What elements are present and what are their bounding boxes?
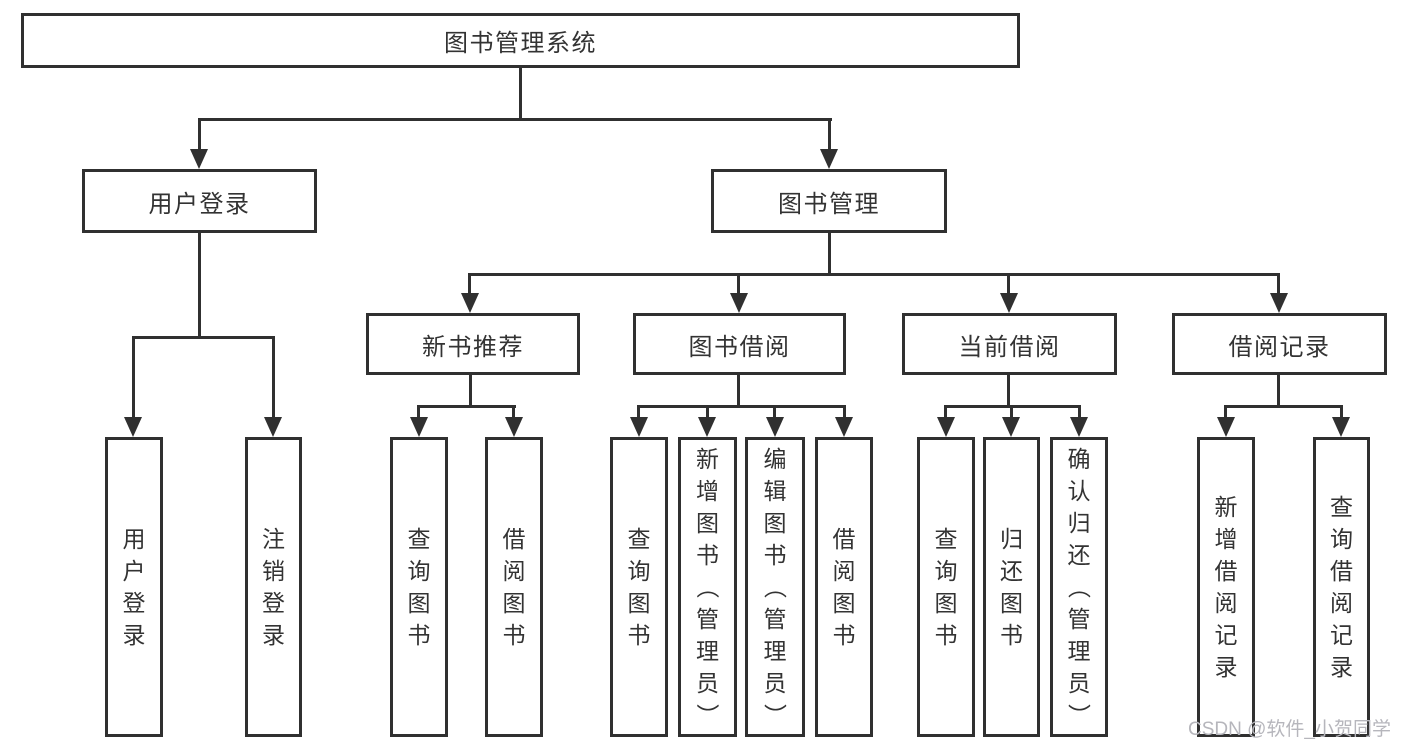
- arrow-down-icon: [1000, 293, 1018, 313]
- edge-newbook-hline: [417, 405, 516, 408]
- edge-drop: [637, 405, 640, 418]
- edge-bookborrow-stub: [737, 375, 740, 405]
- edge-drop: [944, 405, 947, 418]
- arrow-down-icon: [937, 417, 955, 437]
- node-book-management: 图书管理: [711, 169, 947, 233]
- edge-bookmgmt-stub: [828, 233, 831, 273]
- leaf-query-borrow-record: 查询借阅记录: [1313, 437, 1370, 737]
- arrow-down-icon: [820, 149, 838, 169]
- leaf-add-borrow-record: 新增借阅记录: [1197, 437, 1255, 737]
- edge-bookborrow-hline: [637, 405, 846, 408]
- edge-userlogin-hline: [132, 336, 275, 339]
- edge-drop: [1224, 405, 1227, 418]
- edge-root-stub: [519, 68, 522, 118]
- edge-currentborrow-stub: [1007, 375, 1010, 405]
- leaf-query-book-recommend: 查询图书: [390, 437, 448, 737]
- leaf-borrow-book: 借阅图书: [815, 437, 873, 737]
- arrow-down-icon: [730, 293, 748, 313]
- arrow-down-icon: [630, 417, 648, 437]
- edge-drop: [1010, 405, 1013, 418]
- node-current-borrow: 当前借阅: [902, 313, 1117, 375]
- edge-drop-leaf-login: [132, 336, 135, 418]
- node-book-borrow: 图书借阅: [633, 313, 846, 375]
- node-root: 图书管理系统: [21, 13, 1020, 68]
- node-new-book-recommend: 新书推荐: [366, 313, 580, 375]
- arrow-down-icon: [1070, 417, 1088, 437]
- leaf-add-book-admin: 新增图书（管理员）: [678, 437, 737, 737]
- edge-drop: [773, 405, 776, 418]
- leaf-confirm-return-admin: 确认归还（管理员）: [1050, 437, 1108, 737]
- edge-borrowrecord-hline: [1224, 405, 1343, 408]
- edge-drop-new-book: [468, 273, 471, 294]
- edge-drop-book-management: [828, 118, 831, 150]
- node-user-login: 用户登录: [82, 169, 317, 233]
- arrow-down-icon: [1332, 417, 1350, 437]
- edge-drop-user-login: [198, 118, 201, 150]
- leaf-logout: 注销登录: [245, 437, 302, 737]
- node-borrow-record: 借阅记录: [1172, 313, 1387, 375]
- watermark: CSDN @软件_小贺同学: [1188, 719, 1391, 740]
- edge-drop-borrow-record: [1277, 273, 1280, 294]
- leaf-query-book-borrow: 查询图书: [610, 437, 668, 737]
- edge-userlogin-stub: [198, 233, 201, 336]
- edge-drop: [512, 405, 515, 418]
- edge-drop-book-borrow: [737, 273, 740, 294]
- edge-bookmgmt-hline: [468, 273, 1280, 276]
- edge-drop: [843, 405, 846, 418]
- edge-borrowrecord-stub: [1277, 375, 1280, 405]
- arrow-down-icon: [505, 417, 523, 437]
- arrow-down-icon: [124, 417, 142, 437]
- arrow-down-icon: [461, 293, 479, 313]
- arrow-down-icon: [190, 149, 208, 169]
- edge-drop: [417, 405, 420, 418]
- arrow-down-icon: [1270, 293, 1288, 313]
- leaf-edit-book-admin: 编辑图书（管理员）: [745, 437, 805, 737]
- leaf-query-book-current: 查询图书: [917, 437, 975, 737]
- edge-newbook-stub: [469, 375, 472, 405]
- leaf-user-login: 用户登录: [105, 437, 163, 737]
- edge-drop: [1340, 405, 1343, 418]
- arrow-down-icon: [264, 417, 282, 437]
- edge-drop-current-borrow: [1007, 273, 1010, 294]
- arrow-down-icon: [1002, 417, 1020, 437]
- arrow-down-icon: [835, 417, 853, 437]
- edge-drop: [706, 405, 709, 418]
- arrow-down-icon: [766, 417, 784, 437]
- edge-drop-leaf-logout: [272, 336, 275, 418]
- edge-drop: [1078, 405, 1081, 418]
- leaf-borrow-book-recommend: 借阅图书: [485, 437, 543, 737]
- leaf-return-book: 归还图书: [983, 437, 1040, 737]
- edge-root-hline: [198, 118, 832, 121]
- arrow-down-icon: [698, 417, 716, 437]
- arrow-down-icon: [410, 417, 428, 437]
- arrow-down-icon: [1217, 417, 1235, 437]
